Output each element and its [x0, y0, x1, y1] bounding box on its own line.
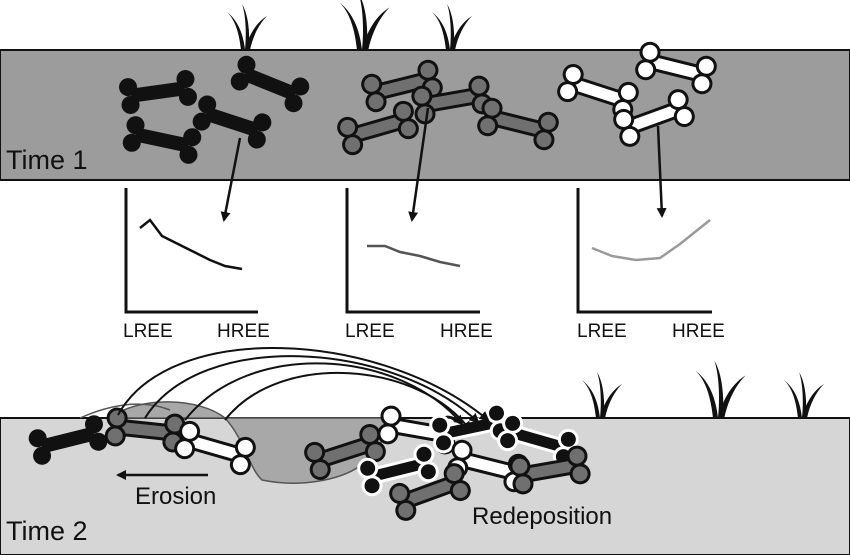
axis-label-lree: LREE — [577, 321, 627, 342]
grass-tuft-icon — [432, 4, 472, 50]
redeposition-label: Redeposition — [472, 503, 612, 530]
grass-tuft-icon — [784, 372, 824, 418]
erosion-label: Erosion — [135, 483, 216, 510]
ree-curve-dark — [139, 218, 243, 271]
transport-arcs — [117, 347, 490, 432]
time2-label: Time 2 — [6, 516, 88, 546]
ree-curve-mid — [367, 244, 461, 268]
grass-tuft-icon — [339, 0, 390, 50]
axis-label-hree: HREE — [217, 321, 270, 342]
transport-arc — [117, 347, 490, 422]
original-mound — [79, 403, 171, 419]
ree-plot-2: LREE HREE — [345, 188, 493, 342]
axis-label-hree: HREE — [440, 321, 493, 342]
ree-plot-3: LREE HREE — [576, 188, 725, 342]
transport-arc — [144, 355, 480, 424]
arrow-dark-to-plot — [220, 137, 242, 222]
axis-label-lree: LREE — [345, 321, 395, 342]
plot-axes — [124, 188, 258, 314]
time1-section: Time 1 — [0, 0, 850, 222]
transport-arc — [224, 371, 472, 432]
axis-label-hree: HREE — [672, 321, 725, 342]
ree-curve-light — [591, 219, 711, 262]
arrow-light-to-plot — [656, 125, 667, 218]
time1-label: Time 1 — [6, 145, 88, 175]
plot-axes — [576, 188, 712, 314]
plot-axes — [345, 188, 480, 314]
grass-tuft-icon — [227, 4, 267, 50]
grass-tuft-icon — [582, 372, 622, 418]
time2-section: Erosion Redeposition Time 2 — [0, 347, 850, 555]
arrow-mid-to-plot — [408, 107, 430, 222]
axis-label-lree: LREE — [123, 321, 173, 342]
grass-tuft-icon — [695, 360, 746, 418]
ree-plot-1: LREE HREE — [123, 188, 270, 342]
